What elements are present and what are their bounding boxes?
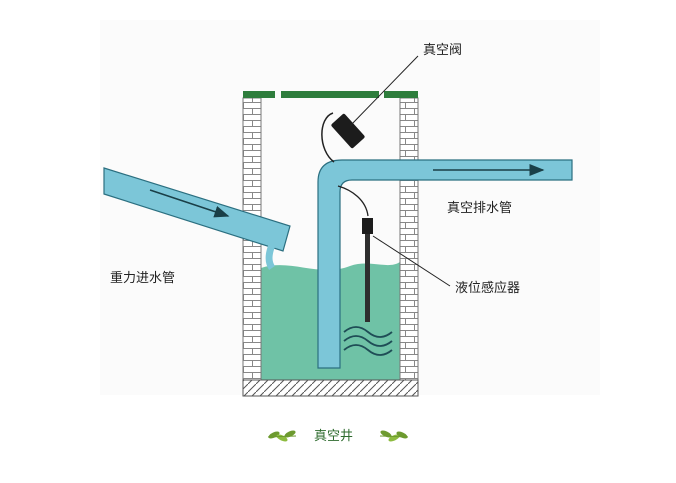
inlet-spout	[265, 243, 276, 270]
lid-segment-middle	[281, 91, 379, 98]
vacuum-drain-pipe	[317, 159, 573, 369]
lid-segment-right	[384, 91, 418, 98]
water-wave-1	[343, 326, 393, 338]
leaf-sprig-icon	[379, 430, 409, 442]
leader-vacuum-valve	[349, 55, 419, 127]
level-sensor	[337, 185, 373, 322]
lid-segment-left	[243, 91, 275, 98]
right-brick-wall	[399, 97, 419, 381]
label-vacuum-valve: 真空阀	[423, 43, 462, 58]
water-wave-2	[343, 335, 393, 347]
caption-vacuum-well: 真空井	[314, 429, 353, 444]
label-level-sensor: 液位感应器	[455, 280, 520, 296]
gravity-inlet-pipe	[103, 167, 291, 252]
leaf-sprig-icon	[267, 430, 297, 442]
label-vacuum-drain-pipe: 真空排水管	[447, 201, 512, 216]
inlet-flow-arrow	[149, 189, 230, 218]
water-wave-3	[343, 344, 393, 356]
leader-level-sensor	[372, 235, 451, 287]
well-floor	[242, 379, 419, 397]
vacuum-valve	[321, 112, 365, 163]
label-gravity-inlet-pipe: 重力进水管	[110, 270, 175, 286]
